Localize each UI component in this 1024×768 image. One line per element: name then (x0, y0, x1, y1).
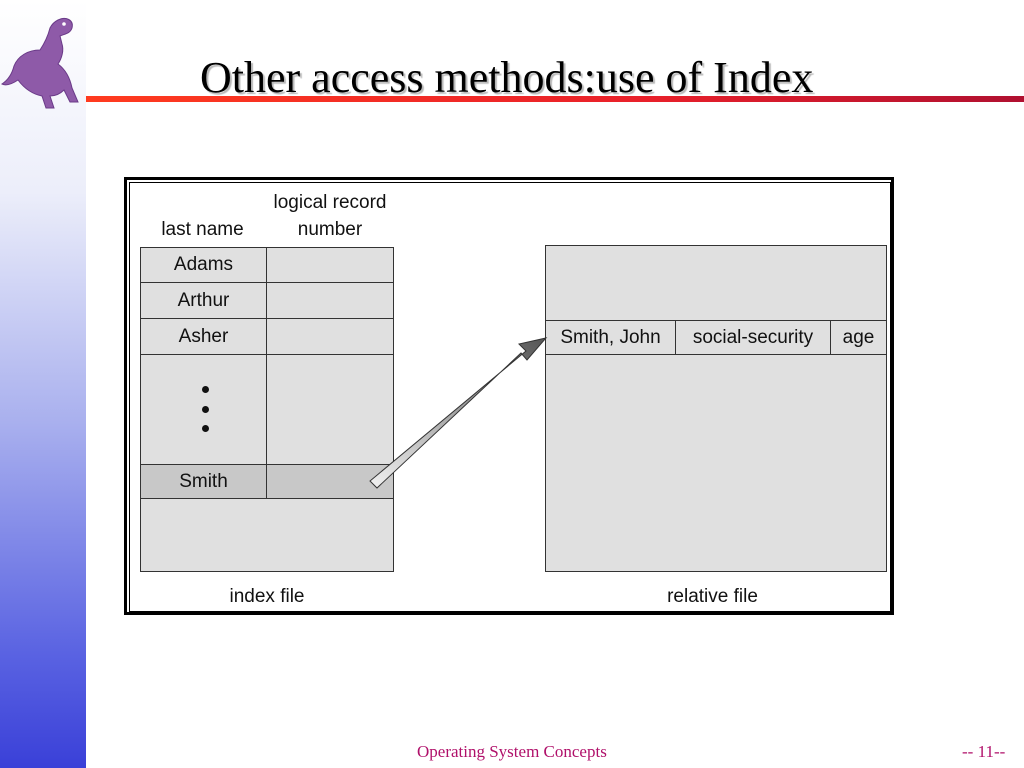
relative-record-field: Smith, John (545, 320, 676, 355)
relative-lower-area (545, 354, 887, 572)
index-row-record (266, 318, 394, 355)
relative-file-caption: relative file (667, 586, 758, 607)
index-header-last-name: last name (161, 219, 244, 240)
relative-record-field: social-security (675, 320, 831, 355)
index-header-record-line2: number (297, 219, 363, 240)
dinosaur-icon (1, 17, 79, 109)
index-ellipsis-record-cell (266, 354, 394, 465)
index-file-caption: index file (229, 586, 305, 607)
ellipsis-dot (202, 386, 209, 393)
index-row-name: Arthur (140, 282, 267, 319)
footer-course-name: Operating System Concepts (417, 742, 607, 761)
footer-page-number: -- 11-- (962, 742, 1006, 761)
index-row-name: Asher (140, 318, 267, 355)
slide-title: Other access methods:use of Index (200, 53, 814, 102)
index-empty-area (140, 498, 394, 572)
ellipsis-dot (202, 425, 209, 432)
figure-frame (124, 177, 894, 615)
ellipsis-dot (202, 406, 209, 413)
index-row-record (266, 247, 394, 283)
index-header-record-line1: logical record (273, 192, 387, 213)
relative-record-field: age (830, 320, 887, 355)
slide-sidebar (0, 0, 86, 768)
figure-frame-inner (129, 182, 891, 612)
title-underline (86, 96, 1024, 102)
